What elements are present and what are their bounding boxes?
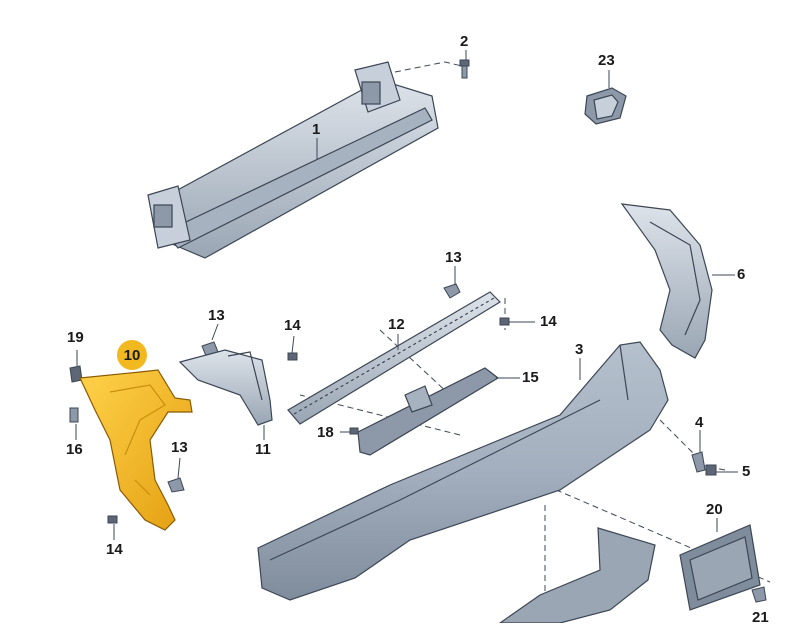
part-23-cap <box>584 87 627 125</box>
part-13-clip-low <box>167 477 185 493</box>
label-13-low: 13 <box>171 439 188 456</box>
part-11-side-bracket <box>178 349 273 426</box>
label-16: 16 <box>66 441 83 458</box>
label-20: 20 <box>706 501 723 518</box>
part-4-clip <box>691 451 706 473</box>
part-20-plate-bracket <box>679 524 761 611</box>
label-10: 10 <box>123 346 141 364</box>
label-14-mid: 14 <box>284 317 301 334</box>
part-15-strip <box>357 367 500 456</box>
label-12: 12 <box>388 316 405 333</box>
part-21-clip <box>751 586 767 603</box>
label-21: 21 <box>752 609 769 626</box>
part-14-screw-right <box>499 317 535 326</box>
part-2-bolt <box>459 59 470 79</box>
part-16-clip <box>69 407 79 423</box>
part-13-clip-top <box>443 283 461 299</box>
part-1-impact-beam <box>147 61 439 259</box>
label-2: 2 <box>460 33 469 50</box>
part-10-highlighted-bracket <box>79 369 193 531</box>
label-18: 18 <box>317 424 334 441</box>
label-3: 3 <box>575 341 584 358</box>
part-3-bumper-cover <box>257 341 669 601</box>
label-13-left: 13 <box>208 307 225 324</box>
label-19: 19 <box>67 329 84 346</box>
label-15: 15 <box>522 369 539 386</box>
label-5: 5 <box>742 463 751 480</box>
label-10-highlight: 10 <box>117 340 147 370</box>
label-1: 1 <box>312 121 321 138</box>
part-18-screw <box>349 427 359 435</box>
label-14-left: 14 <box>106 541 123 558</box>
lower-bracket <box>498 527 656 623</box>
label-13-top: 13 <box>445 249 462 266</box>
label-14-right: 14 <box>540 313 557 330</box>
callout-lines <box>75 50 738 540</box>
label-23: 23 <box>598 52 615 69</box>
label-6: 6 <box>737 266 746 283</box>
part-5-nut <box>705 464 717 476</box>
part-6-side-bracket <box>620 203 713 359</box>
label-11: 11 <box>255 441 271 458</box>
part-12-mounting-strip <box>287 291 501 425</box>
part-14-screw-mid <box>287 352 298 361</box>
label-4: 4 <box>695 414 704 431</box>
part-14-screw-left <box>107 515 118 524</box>
